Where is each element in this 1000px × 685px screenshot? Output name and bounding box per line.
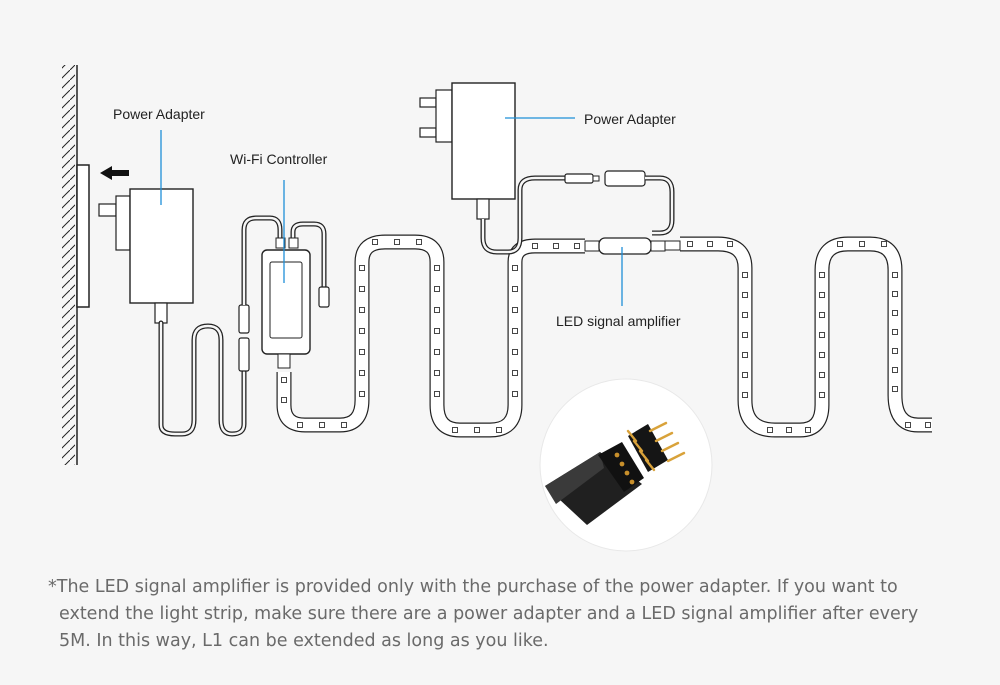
signal-amplifier-device (584, 237, 681, 255)
led-chip (742, 292, 748, 298)
led-chip (892, 329, 898, 335)
power-adapter-right (419, 82, 516, 220)
led-chip (837, 241, 843, 247)
led-chip (819, 292, 825, 298)
led-chip (892, 272, 898, 278)
led-chip (359, 286, 365, 292)
led-chip (819, 272, 825, 278)
led-chip (892, 291, 898, 297)
led-chip (281, 377, 287, 383)
led-chip (892, 367, 898, 373)
power-adapter-left (98, 188, 194, 324)
arrow-left-icon (100, 166, 129, 180)
connector-zoom-icon (539, 378, 713, 552)
label-wifi-controller: Wi-Fi Controller (230, 151, 328, 167)
led-chip (892, 386, 898, 392)
led-chip (474, 427, 480, 433)
led-chip (819, 332, 825, 338)
led-chip (742, 332, 748, 338)
led-chip (767, 427, 773, 433)
led-chip (434, 370, 440, 376)
footnote-line-3: 5M. In this way, L1 can be extended as l… (59, 631, 549, 651)
label-signal-amplifier: LED signal amplifier (556, 313, 681, 329)
led-chip (727, 241, 733, 247)
led-chip (434, 328, 440, 334)
led-chip (742, 372, 748, 378)
led-chip (512, 370, 518, 376)
led-chip (742, 272, 748, 278)
led-chip (892, 310, 898, 316)
led-chip (512, 286, 518, 292)
led-chip (687, 241, 693, 247)
led-chip (416, 239, 422, 245)
led-chip (532, 243, 538, 249)
led-chip (341, 422, 347, 428)
led-chip (434, 286, 440, 292)
led-chip (297, 422, 303, 428)
led-chip (512, 328, 518, 334)
led-chip (707, 241, 713, 247)
led-chip (452, 427, 458, 433)
led-chip (819, 392, 825, 398)
led-chip (574, 243, 580, 249)
led-chip (925, 422, 931, 428)
led-chip (359, 307, 365, 313)
footnote-line-2: extend the light strip, make sure there … (59, 604, 919, 624)
led-chip (881, 241, 887, 247)
led-chip (359, 265, 365, 271)
led-chip (281, 397, 287, 403)
led-chip (819, 352, 825, 358)
label-power-adapter-left: Power Adapter (113, 106, 205, 122)
led-chip (434, 265, 440, 271)
led-chip (372, 239, 378, 245)
led-chip (359, 370, 365, 376)
led-chip (742, 392, 748, 398)
led-chip (434, 307, 440, 313)
callout-lines (160, 117, 623, 306)
led-chip (512, 265, 518, 271)
led-chip (512, 349, 518, 355)
led-chip (786, 427, 792, 433)
led-chip (905, 422, 911, 428)
led-chip (819, 372, 825, 378)
led-chip (512, 391, 518, 397)
led-chip (359, 349, 365, 355)
led-chip (394, 239, 400, 245)
led-chip (742, 352, 748, 358)
led-chip (819, 312, 825, 318)
led-chip (512, 307, 518, 313)
led-chip (319, 422, 325, 428)
led-chip (742, 312, 748, 318)
led-chips (281, 239, 931, 433)
left-adapter-cable (158, 320, 247, 437)
led-chip (434, 391, 440, 397)
footnote-line-1: *The LED signal amplifier is provided on… (48, 577, 898, 597)
led-chip (434, 349, 440, 355)
led-chip (553, 243, 559, 249)
footnote: *The LED signal amplifier is provided on… (48, 574, 968, 655)
wifi-controller-device (261, 249, 311, 369)
led-chip (805, 427, 811, 433)
led-chip (359, 328, 365, 334)
led-chip (859, 241, 865, 247)
wall-icon (62, 65, 90, 465)
led-chip (892, 348, 898, 354)
led-chip (496, 427, 502, 433)
led-chip (359, 391, 365, 397)
wiring-diagram (62, 65, 932, 552)
label-power-adapter-right: Power Adapter (584, 111, 676, 127)
